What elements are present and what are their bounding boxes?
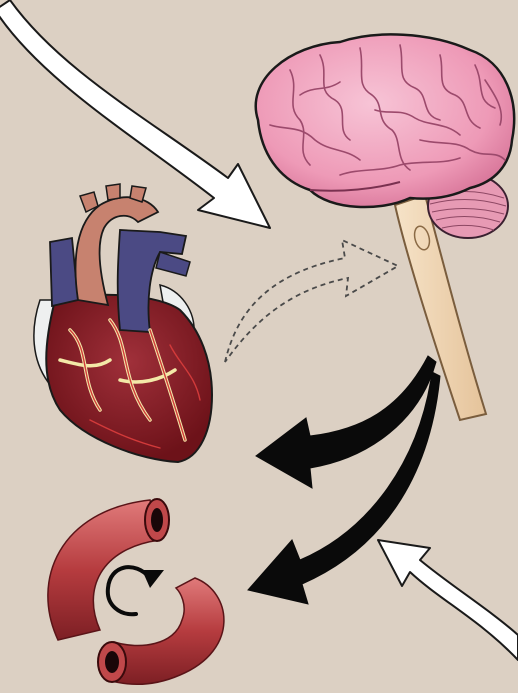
heart-icon	[34, 184, 212, 462]
brain-icon	[256, 34, 514, 207]
input-arrow-bottom-icon	[378, 540, 518, 660]
circular-arrow-icon	[108, 567, 164, 614]
dashed-arrow-icon	[225, 240, 398, 362]
blood-vessel-icon	[48, 499, 224, 684]
